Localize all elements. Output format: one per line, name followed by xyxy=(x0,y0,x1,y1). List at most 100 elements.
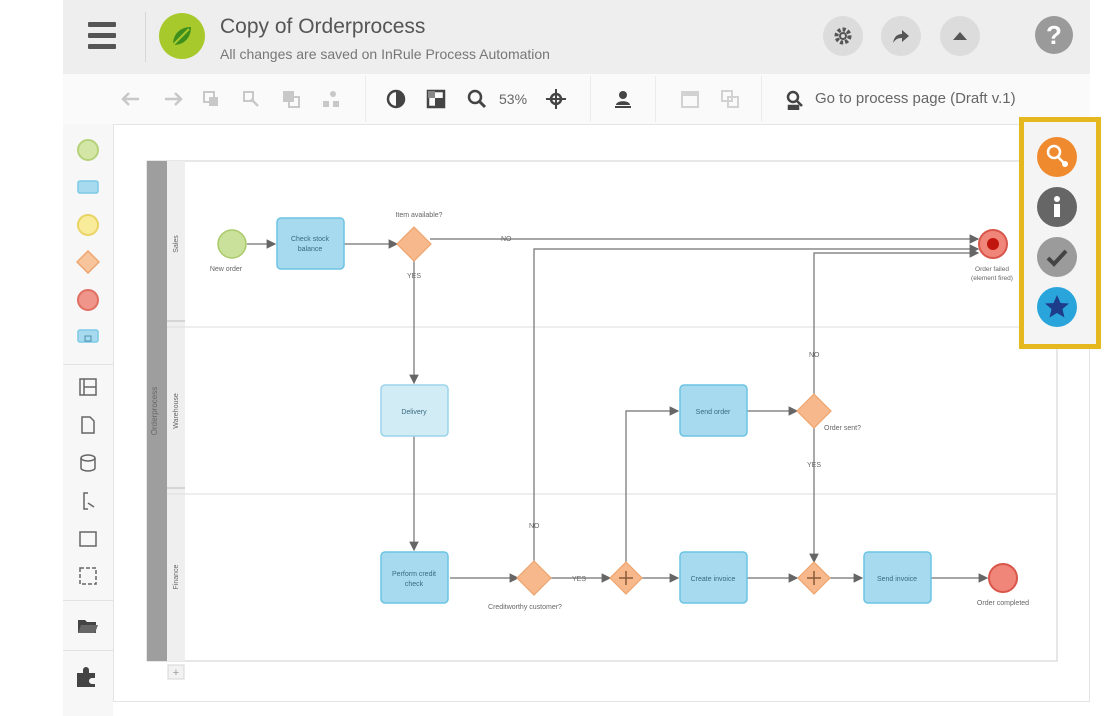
lane-label-sales: Sales xyxy=(173,235,180,253)
task-perform-credit-check[interactable]: Perform credit check xyxy=(380,551,449,604)
zoom-level[interactable]: 53% xyxy=(499,91,528,107)
contrast-icon[interactable] xyxy=(386,89,406,109)
assign-user-icon[interactable] xyxy=(613,89,633,109)
toolbar-divider xyxy=(365,76,366,122)
end-event-tool[interactable] xyxy=(76,288,100,312)
app-header: Copy of Orderprocess All changes are sav… xyxy=(63,0,1090,74)
task-label-line: balance xyxy=(298,246,323,253)
assignment-button[interactable] xyxy=(1037,137,1077,177)
validate-button[interactable] xyxy=(1037,237,1077,277)
flow-label: YES xyxy=(807,462,821,469)
auto-layout-icon[interactable] xyxy=(321,89,341,109)
flow-label: YES xyxy=(407,273,421,280)
parallel-gateway-join[interactable] xyxy=(797,561,831,595)
gateway-item-available[interactable] xyxy=(396,226,432,262)
gateway-creditworthy[interactable] xyxy=(516,560,552,596)
pool-header[interactable] xyxy=(147,161,167,661)
document-title: Copy of Orderprocess xyxy=(220,15,426,38)
end-event-label: (element fired) xyxy=(971,275,1013,282)
settings-button[interactable] xyxy=(823,16,863,56)
task-tool[interactable] xyxy=(76,179,100,195)
toolbar-divider xyxy=(761,76,762,122)
go-to-process-page-link[interactable]: Go to process page (Draft v.1) xyxy=(815,90,1016,107)
gateway-tool[interactable] xyxy=(76,250,100,274)
flow-label: YES xyxy=(572,576,586,583)
task-label: Send invoice xyxy=(877,576,917,583)
header-divider xyxy=(145,12,146,62)
task-delivery[interactable]: Delivery xyxy=(380,384,449,437)
info-icon xyxy=(1054,196,1060,217)
parallel-gateway-split[interactable] xyxy=(609,561,643,595)
cut-icon[interactable] xyxy=(241,89,261,109)
app-logo-icon xyxy=(159,13,205,59)
paste-icon[interactable] xyxy=(281,89,301,109)
end-event-completed[interactable] xyxy=(988,563,1018,593)
save-status: All changes are saved on InRule Process … xyxy=(220,46,550,62)
copy-icon[interactable] xyxy=(201,89,221,109)
toolbar-divider xyxy=(655,76,656,122)
task-label-line: check xyxy=(405,581,424,588)
task-label: Create invoice xyxy=(691,576,736,583)
task-send-invoice[interactable]: Send invoice xyxy=(863,551,932,604)
minimap-icon[interactable] xyxy=(426,89,446,109)
end-event-failed[interactable] xyxy=(978,229,1008,259)
redo-icon[interactable] xyxy=(163,89,183,109)
end-event-label: Order completed xyxy=(977,600,1029,607)
properties-panel-toggle xyxy=(1019,117,1101,349)
subprocess-tool[interactable] xyxy=(76,328,100,344)
help-button[interactable]: ? xyxy=(1035,16,1073,54)
diagram-canvas[interactable]: Orderprocess Sales Warehouse Finance + xyxy=(113,124,1090,702)
frame-select-icon[interactable] xyxy=(78,566,98,586)
duplicate-icon[interactable] xyxy=(720,89,740,109)
collapse-button[interactable] xyxy=(940,16,980,56)
lane-tool-icon[interactable] xyxy=(78,377,98,397)
task-create-invoice[interactable]: Create invoice xyxy=(679,551,748,604)
task-send-order[interactable]: Send order xyxy=(679,384,748,437)
gateway-label: Item available? xyxy=(395,212,442,219)
palette-divider xyxy=(63,600,113,601)
end-event-label: Order failed xyxy=(975,266,1009,273)
share-button[interactable] xyxy=(881,16,921,56)
intermediate-event-tool[interactable] xyxy=(76,213,100,237)
task-label-line: Check stock xyxy=(291,236,330,243)
add-lane-plus-icon: + xyxy=(173,667,179,679)
process-diagram: Orderprocess Sales Warehouse Finance + xyxy=(146,160,1058,680)
fit-center-icon[interactable] xyxy=(546,89,566,109)
lane-label-warehouse: Warehouse xyxy=(173,393,180,429)
info-button[interactable] xyxy=(1037,187,1077,227)
task-label-line: Perform credit xyxy=(392,571,436,578)
zoom-icon[interactable] xyxy=(467,89,487,109)
menu-icon[interactable] xyxy=(88,22,116,52)
task-check-stock[interactable]: Check stock balance xyxy=(276,217,345,270)
editor-toolbar: 53% Go to process page (Draft v.1) xyxy=(63,74,1090,125)
start-event-tool[interactable] xyxy=(76,138,100,162)
sequence-flows xyxy=(247,234,989,583)
start-event[interactable] xyxy=(217,229,247,259)
puzzle-icon[interactable] xyxy=(75,664,101,688)
gateway-order-sent[interactable] xyxy=(796,393,832,429)
group-icon[interactable] xyxy=(78,529,98,549)
checkmark-icon xyxy=(1046,249,1068,267)
annotation-icon[interactable] xyxy=(78,491,98,511)
task-label: Send order xyxy=(696,409,731,416)
data-object-icon[interactable] xyxy=(78,415,98,435)
favorite-button[interactable] xyxy=(1037,287,1077,327)
folder-icon[interactable] xyxy=(76,615,100,637)
star-icon xyxy=(1045,295,1069,318)
palette-divider xyxy=(63,364,113,365)
palette-divider xyxy=(63,650,113,651)
gateway-label: Creditworthy customer? xyxy=(488,604,562,611)
start-event-label: New order xyxy=(210,266,243,273)
undo-icon[interactable] xyxy=(121,89,141,109)
lane-header-column xyxy=(167,161,185,661)
pool-label: Orderprocess xyxy=(150,387,159,435)
caret-up-icon xyxy=(953,32,967,40)
user-task-icon xyxy=(1046,144,1068,167)
gateway-label: Order sent? xyxy=(824,425,861,432)
flow-label: NO xyxy=(809,352,820,359)
toolbar-divider xyxy=(590,76,591,122)
calendar-icon[interactable] xyxy=(680,89,700,109)
process-page-icon xyxy=(786,90,803,110)
add-lane-button[interactable] xyxy=(167,664,185,680)
data-store-icon[interactable] xyxy=(78,453,98,473)
